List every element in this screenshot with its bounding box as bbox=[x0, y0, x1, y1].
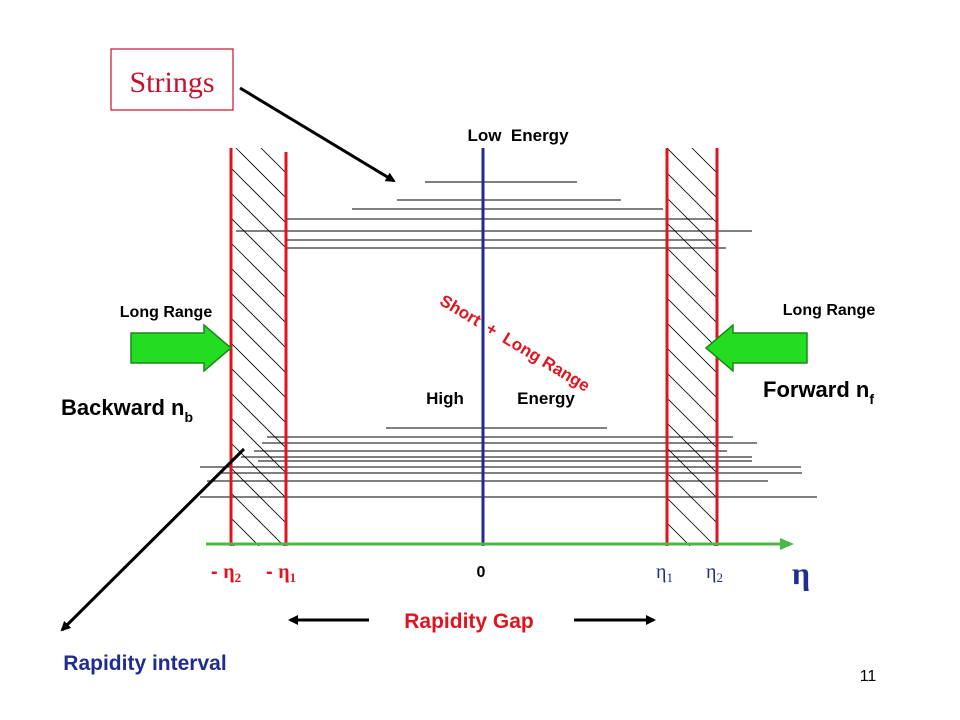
tick-neg-eta2: - η2 bbox=[211, 561, 241, 585]
long-range-left-label: Long Range bbox=[120, 304, 213, 321]
rapidity-interval-label: Rapidity interval bbox=[63, 652, 226, 675]
hatch-line bbox=[667, 272, 717, 324]
tick-zero: 0 bbox=[477, 564, 486, 581]
tick-eta2: η2 bbox=[706, 561, 723, 585]
eta-axis-label: η bbox=[792, 555, 810, 591]
high-label: High bbox=[426, 389, 464, 408]
strings-bottom bbox=[200, 427, 817, 498]
hatch-line bbox=[716, 148, 717, 149]
right-hatch-region bbox=[667, 148, 717, 546]
forward-label: Forward nf bbox=[763, 377, 874, 407]
hatch-line bbox=[231, 217, 286, 274]
hatch-line bbox=[231, 267, 286, 324]
hatch-line bbox=[231, 342, 286, 399]
backward-label: Backward nb bbox=[61, 395, 193, 425]
hatch-line bbox=[691, 148, 717, 174]
hatch-line bbox=[231, 417, 286, 474]
rapidity-gap-label: Rapidity Gap bbox=[404, 610, 534, 633]
hatch-line bbox=[667, 322, 717, 374]
left-green-arrow bbox=[130, 323, 233, 373]
hatch-line bbox=[231, 467, 286, 524]
hatch-line bbox=[667, 397, 717, 449]
strings-label: Strings bbox=[129, 66, 214, 99]
hatch-line bbox=[231, 492, 285, 546]
eta-axis-arrowhead bbox=[780, 538, 794, 550]
strings-box bbox=[110, 48, 234, 111]
right-green-arrow bbox=[704, 323, 808, 373]
hatch-line bbox=[235, 148, 286, 199]
hatch-line bbox=[667, 148, 717, 199]
strings-pointer-arrow bbox=[239, 86, 396, 183]
hatch-line bbox=[260, 148, 286, 174]
hatch-line bbox=[231, 367, 286, 424]
rapidity-interval-arrow bbox=[60, 447, 246, 632]
hatch-line bbox=[231, 317, 286, 374]
hatch-line bbox=[231, 392, 286, 449]
tick-eta1: η1 bbox=[656, 561, 673, 585]
hatch-line bbox=[667, 497, 716, 546]
hatch-line bbox=[231, 192, 286, 249]
hatch-line bbox=[667, 372, 717, 424]
hatch-line bbox=[667, 172, 717, 224]
hatch-line bbox=[667, 247, 717, 299]
hatch-line bbox=[231, 242, 286, 299]
low-energy-label: Low Energy bbox=[467, 126, 569, 145]
strings-top bbox=[236, 181, 752, 249]
hatch-line bbox=[667, 422, 717, 474]
hatch-line bbox=[667, 522, 691, 546]
energy-label: Energy bbox=[517, 389, 575, 408]
tick-neg-eta1: - η1 bbox=[266, 561, 296, 585]
left-hatch-region bbox=[231, 148, 286, 546]
hatch-line bbox=[231, 167, 286, 224]
hatch-line bbox=[667, 347, 717, 399]
hatch-line bbox=[231, 292, 286, 349]
page-number: 11 bbox=[860, 668, 877, 685]
hatch-line bbox=[285, 148, 286, 149]
short-long-range-label: Short + Long Range bbox=[436, 291, 593, 396]
hatch-line bbox=[667, 297, 717, 349]
long-range-right-label: Long Range bbox=[783, 302, 876, 319]
